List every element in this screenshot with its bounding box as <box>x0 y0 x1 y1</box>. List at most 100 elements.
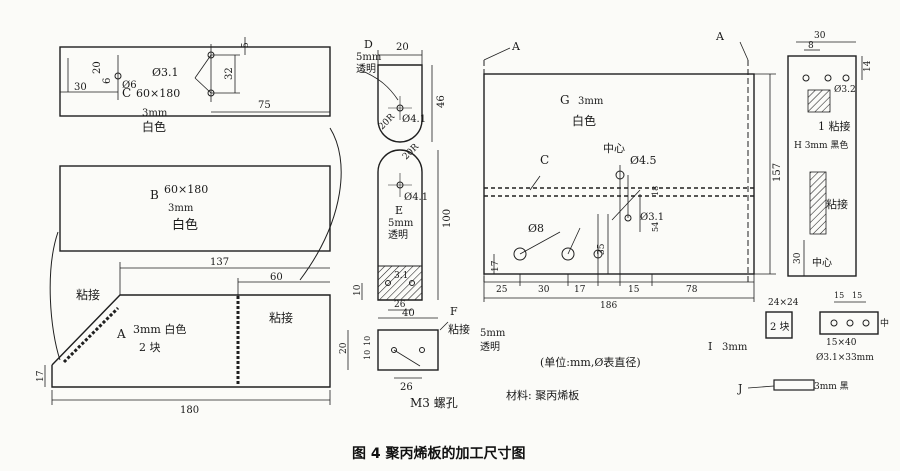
part-h-hole <box>824 74 832 82</box>
part-h-hole <box>842 74 850 82</box>
part-h-hole <box>802 74 810 82</box>
part-c-leader <box>194 54 212 79</box>
part-f-dim-10a: 10 <box>363 336 372 346</box>
part-f-outline <box>377 329 439 371</box>
part-j-label: 3mm 黑 <box>814 381 849 392</box>
part-g-dim-30: 30 <box>538 285 550 295</box>
part-f-thickness: 5mm <box>480 328 506 339</box>
part-h-dim-30: 30 <box>814 31 826 41</box>
part-a-outline <box>51 294 331 388</box>
part-c-dim-5: 5 <box>241 42 251 48</box>
part-a-glue-edge <box>62 306 120 364</box>
part-g-dim-18: 18 <box>651 186 660 196</box>
part-a-thickness-color: 3mm 白色 <box>133 322 186 336</box>
part-e: 20R Ø4.1 E 5mm 透明 100 3.1 10 26 <box>353 142 453 311</box>
part-i-size: 24×24 <box>768 298 799 308</box>
part-g-hole <box>561 247 575 261</box>
part-b-thickness: 3mm <box>168 203 194 214</box>
part-a-glue-right: 粘接 <box>269 310 293 325</box>
part-f-color: 透明 <box>480 341 500 353</box>
part-g-hole <box>513 247 527 261</box>
part-c-outline <box>59 46 331 117</box>
part-g-dim-54: 54 <box>651 222 660 232</box>
part-g-dim-17b: 17 <box>574 285 586 295</box>
part-g-dim-157: 157 <box>772 163 783 182</box>
part-f-letter: F <box>450 305 458 318</box>
part-d-dim-46: 46 <box>436 95 447 108</box>
part-e-hole <box>409 280 415 286</box>
part-d-thickness: 5mm <box>356 52 382 63</box>
part-c-thickness: 3mm <box>142 108 168 119</box>
part-g-leader <box>529 175 541 191</box>
part-d-dim-20: 20 <box>396 42 409 53</box>
part-h-label: H 3mm 黑色 <box>794 139 848 151</box>
part-g-hole-8: Ø8 <box>528 222 544 235</box>
part-d-radius: 20R <box>377 112 397 132</box>
part-i-qty: 2 块 <box>770 321 790 333</box>
part-c-color: 白色 <box>142 119 166 134</box>
part-i: 24×24 2 块 I 3mm <box>708 298 799 353</box>
part-k-hole <box>830 319 838 327</box>
part-i-outline <box>765 311 793 339</box>
part-f-glue: 粘接 <box>448 322 470 336</box>
part-e-thickness: 5mm <box>388 218 414 229</box>
part-a-dim-137: 137 <box>210 257 229 268</box>
part-h-glue2: 粘接 <box>826 197 848 211</box>
part-c-size: 60×180 <box>136 87 180 100</box>
part-e-outline <box>377 149 423 301</box>
part-e-color: 透明 <box>388 229 408 241</box>
part-d-outline <box>377 64 423 143</box>
connector-curve <box>49 231 61 361</box>
part-k-dim-15a: 15 <box>834 291 844 300</box>
part-f-leader <box>439 321 449 331</box>
part-b-color: 白色 <box>172 217 198 233</box>
part-g-dim-15: 15 <box>628 285 640 295</box>
part-g-thickness: 3mm <box>578 96 604 107</box>
part-f-hole <box>391 347 397 353</box>
part-c-leader <box>194 77 212 94</box>
part-g-leader <box>739 41 749 61</box>
part-g-leader <box>519 231 561 255</box>
part-i-thickness: 3mm <box>722 342 748 353</box>
part-e-hole-label: Ø4.1 <box>404 192 428 203</box>
part-k-size: 15×40 <box>826 338 857 348</box>
part-g-dim-35: 35 <box>597 243 607 255</box>
part-i-letter: I <box>708 340 712 353</box>
part-g-section-a2: A <box>715 30 725 43</box>
part-j-leader <box>747 385 775 389</box>
part-h-dim-8: 8 <box>808 41 814 51</box>
part-b-outline <box>59 165 331 252</box>
part-g-leader <box>483 47 511 61</box>
part-g-color: 白色 <box>572 113 596 128</box>
part-e-dim-small: 3.1 <box>394 271 408 281</box>
part-a-dim-60: 60 <box>270 272 283 283</box>
part-c-dim-30: 30 <box>74 82 87 93</box>
part-a-glue-left: 粘接 <box>76 287 100 302</box>
part-f-screw: M3 螺孔 <box>410 396 458 410</box>
part-h-glue-patch <box>807 89 831 113</box>
part-c-dim-32: 32 <box>224 67 235 80</box>
part-f-leader <box>393 349 421 367</box>
part-c-hole <box>114 72 122 80</box>
part-g: A A G 3mm 白色 C 中心 Ø4.5 Ø8 Ø3.1 18 54 35 … <box>483 30 783 311</box>
part-a-letter: A <box>116 327 126 341</box>
part-a-qty: 2 块 <box>139 341 161 354</box>
part-k: 15 15 中 15×40 Ø3.1×33mm <box>816 291 889 363</box>
part-g-dim-17: 17 <box>491 260 501 272</box>
part-k-hole-label: Ø3.1×33mm <box>816 352 874 363</box>
part-h-outline <box>787 55 857 277</box>
part-e-dim-100: 100 <box>442 209 453 228</box>
part-f-hole <box>419 347 425 353</box>
part-k-hole <box>846 319 854 327</box>
part-d-hole-label: Ø4.1 <box>402 114 426 125</box>
part-h-center: 中心 <box>812 256 832 269</box>
part-g-outline <box>483 73 755 275</box>
part-c-dim-6: 6 <box>102 78 113 84</box>
part-g-hole-45: Ø4.5 <box>630 154 657 167</box>
connector-curve <box>299 127 342 281</box>
part-e-dim-26: 26 <box>394 300 406 310</box>
part-f: 40 20 10 10 26 粘接 F 5mm 透明 M3 螺孔 <box>339 305 506 410</box>
part-h-dim-14: 14 <box>863 60 873 72</box>
part-a: 137 60 17 180 粘接 粘接 A 3mm 白色 2 块 <box>36 257 331 416</box>
